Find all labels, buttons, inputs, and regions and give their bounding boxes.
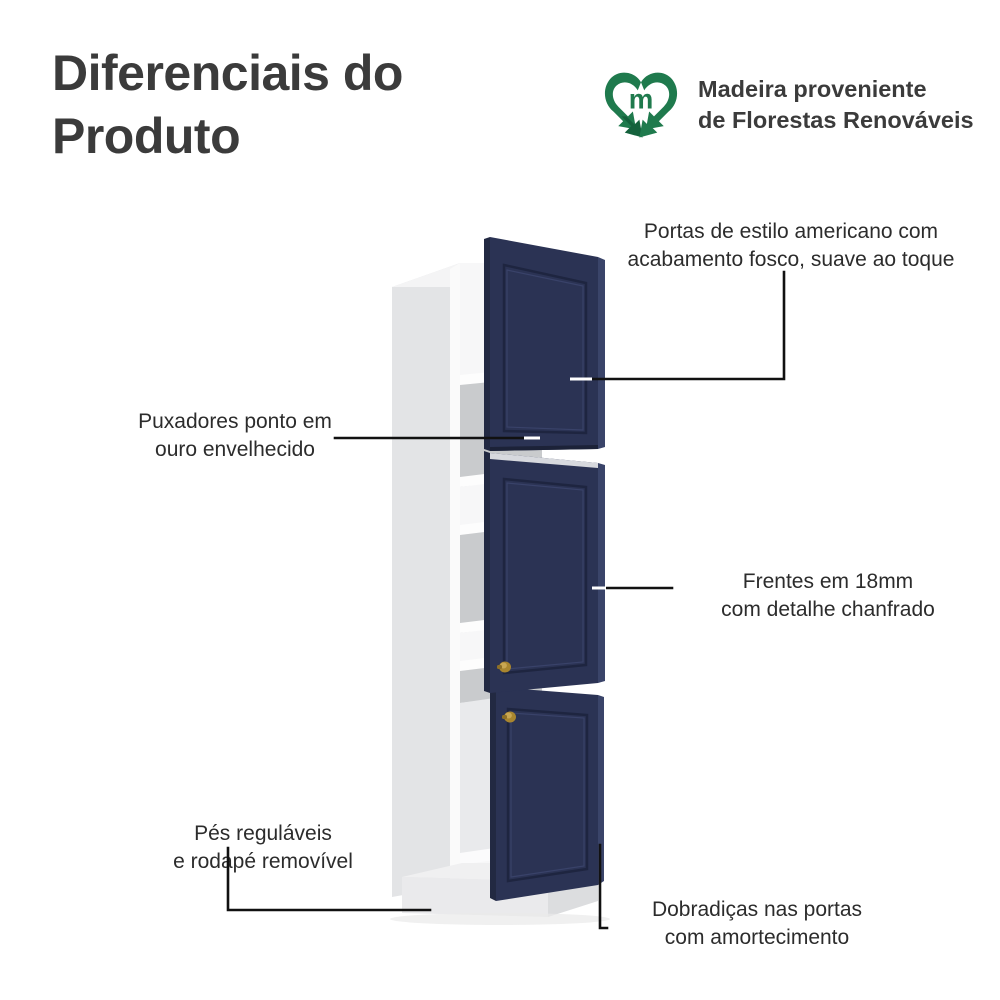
callout-handles-label: Puxadores ponto em ouro envelhecido — [138, 410, 332, 462]
door-top — [484, 237, 605, 451]
door-bottom — [490, 685, 604, 901]
knob-bottom-door — [502, 711, 516, 723]
callout-doors-label: Portas de estilo americano com acabament… — [627, 220, 955, 272]
eco-certification-badge: m Madeira proveniente de Florestas Renov… — [600, 62, 990, 148]
product-illustration — [330, 225, 690, 925]
knob-middle-door — [497, 661, 511, 673]
callout-fronts-label: Frentes em 18mm com detalhe chanfrado — [721, 570, 935, 622]
cabinet-side-panel — [392, 263, 460, 897]
callout-hinges-label: Dobradiças nas portas com amortecimento — [651, 898, 863, 950]
page-title: Diferenciais do Produto — [52, 45, 403, 164]
door-middle — [484, 451, 605, 693]
eco-badge-text: Madeira proveniente de Florestas Renováv… — [698, 76, 974, 133]
recycling-heart-logo-icon: m — [600, 66, 682, 144]
eco-logo-letter: m — [629, 83, 654, 114]
